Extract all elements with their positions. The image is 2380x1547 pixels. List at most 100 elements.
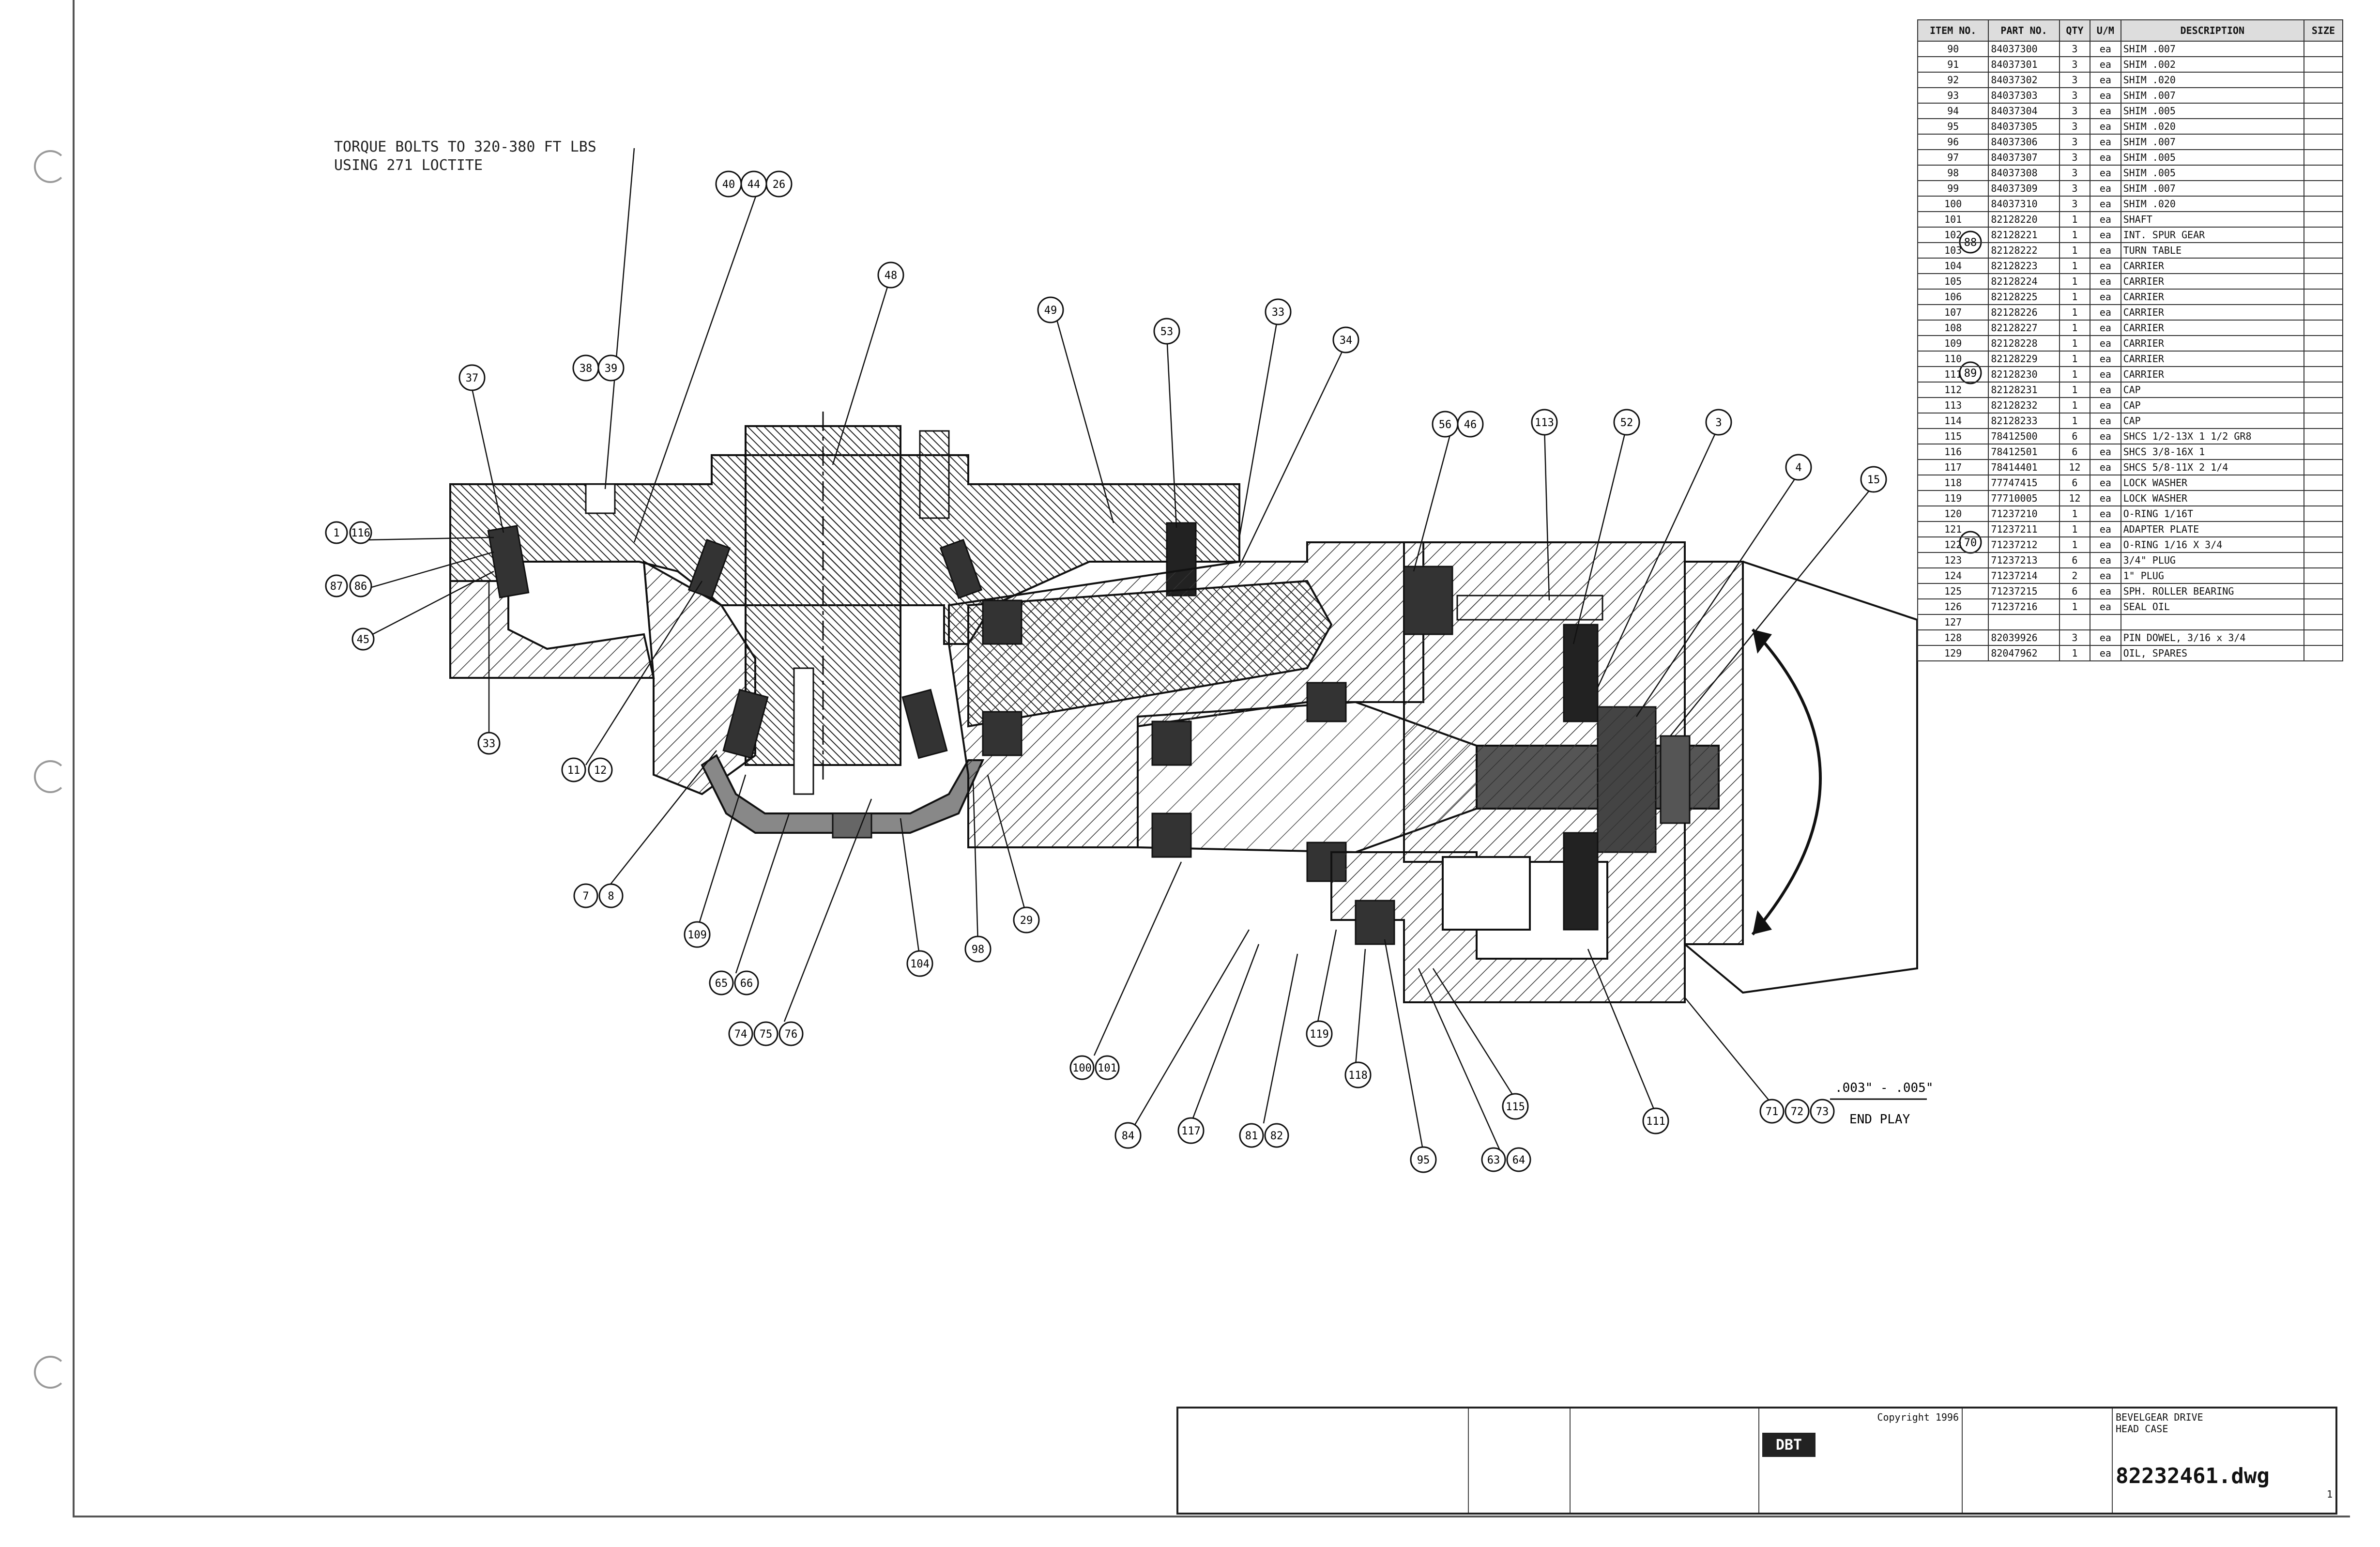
right-housing: [1330, 541, 1918, 1003]
balloon: 44: [740, 170, 767, 198]
balloon: 29: [1013, 906, 1040, 934]
bom-cell: ea: [2090, 134, 2121, 150]
bom-cell: ea: [2090, 645, 2121, 661]
bom-cell: 3: [2059, 149, 2091, 166]
svg-text:117: 117: [1181, 1125, 1201, 1137]
revision-block: [1178, 1409, 1469, 1513]
bom-cell: 84037305: [1988, 118, 2060, 135]
balloon: 101: [1095, 1055, 1120, 1080]
bom-cell: 106: [1917, 289, 1989, 305]
bom-cell: CARRIER: [2120, 258, 2304, 274]
bom-cell: 6: [2059, 552, 2091, 568]
svg-text:95: 95: [1417, 1154, 1430, 1166]
torque-note: TORQUE BOLTS TO 320-380 FT LBS USING 271…: [334, 138, 605, 175]
bom-cell: [2303, 242, 2344, 259]
notes-block: [1571, 1409, 1759, 1513]
vertical-shaft: [745, 412, 950, 795]
bom-cell: SHIM .005: [2120, 165, 2304, 181]
svg-text:49: 49: [1044, 305, 1057, 317]
item-balloons: 37 38 39 40 44 26 48 49 53 33 34 56 46 1…: [325, 170, 1982, 1173]
svg-text:113: 113: [1535, 417, 1554, 429]
bom-cell: INT. SPUR GEAR: [2120, 227, 2304, 243]
balloon: 33: [1265, 298, 1292, 325]
bom-cell: 82128224: [1988, 273, 2060, 290]
bom-cell: SHIM .007: [2120, 41, 2304, 57]
bom-cell: [2303, 134, 2344, 150]
drawing-title-2: HEAD CASE: [2116, 1423, 2168, 1435]
svg-text:86: 86: [354, 581, 367, 593]
bom-cell: 96: [1917, 134, 1989, 150]
bom-cell: 102: [1917, 227, 1989, 243]
balloon: 26: [765, 170, 793, 198]
bom-cell: CAP: [2120, 397, 2304, 414]
bom-cell: [2303, 505, 2344, 522]
svg-text:87: 87: [330, 581, 343, 593]
bom-cell: 1: [2059, 598, 2091, 615]
bom-cell: 71237211: [1988, 521, 2060, 537]
balloon: 46: [1457, 411, 1484, 438]
drawing-sheet: [73, 0, 2350, 1517]
bom-cell: CARRIER: [2120, 366, 2304, 383]
svg-text:34: 34: [1340, 335, 1353, 347]
bom-cell: ea: [2090, 258, 2121, 274]
balloon: 39: [597, 354, 625, 382]
bom-cell: [2303, 180, 2344, 197]
svg-text:109: 109: [687, 929, 707, 941]
bom-cell: 127: [1917, 614, 1989, 630]
bom-cell: 1: [2059, 351, 2091, 367]
bom-cell: 82128220: [1988, 211, 2060, 228]
bom-cell: 82128223: [1988, 258, 2060, 274]
bom-cell: 84037301: [1988, 56, 2060, 73]
bom-cell: 82128227: [1988, 320, 2060, 336]
bom-cell: 98: [1917, 165, 1989, 181]
bom-header-row: ITEM NO. PART NO. QTY U/M DESCRIPTION SI…: [1917, 19, 2344, 42]
bom-cell: 1: [2059, 304, 2091, 321]
svg-text:82: 82: [1270, 1130, 1283, 1142]
svg-text:65: 65: [715, 978, 728, 990]
svg-text:33: 33: [1272, 306, 1285, 319]
end-play-dimension: .003" - .005": [1835, 1081, 1934, 1095]
bom-cell: 84037308: [1988, 165, 2060, 181]
company-block: Copyright 1996 DBT: [1759, 1409, 1963, 1513]
svg-text:84: 84: [1122, 1130, 1135, 1142]
svg-text:116: 116: [351, 527, 370, 539]
svg-text:11: 11: [567, 765, 580, 777]
bom-cell: 1: [2059, 227, 2091, 243]
bom-cell: 1: [2059, 273, 2091, 290]
bom-cell: O-RING 1/16 X 3/4: [2120, 536, 2304, 553]
bom-cell: 105: [1917, 273, 1989, 290]
bom-cell: ea: [2090, 56, 2121, 73]
bom-cell: 3: [2059, 87, 2091, 104]
bom-cell: 6: [2059, 428, 2091, 444]
svg-text:46: 46: [1464, 419, 1477, 431]
bom-cell: 113: [1917, 397, 1989, 414]
drawing-number: 82232461.dwg: [2116, 1464, 2270, 1488]
company-logo: DBT: [1762, 1433, 1816, 1457]
balloon: 86: [349, 574, 372, 597]
balloon: 117: [1177, 1117, 1205, 1144]
bom-cell: TURN TABLE: [2120, 242, 2304, 259]
bom-header-size: SIZE: [2303, 19, 2344, 42]
balloon: 34: [1332, 326, 1359, 353]
bom-cell: CARRIER: [2120, 351, 2304, 367]
bom-header-part: PART NO.: [1988, 19, 2060, 42]
svg-text:64: 64: [1512, 1154, 1526, 1166]
bom-cell: 82128230: [1988, 366, 2060, 383]
bom-cell: ea: [2090, 475, 2121, 491]
bom-cell: 82128226: [1988, 304, 2060, 321]
balloon: 33: [477, 732, 501, 755]
